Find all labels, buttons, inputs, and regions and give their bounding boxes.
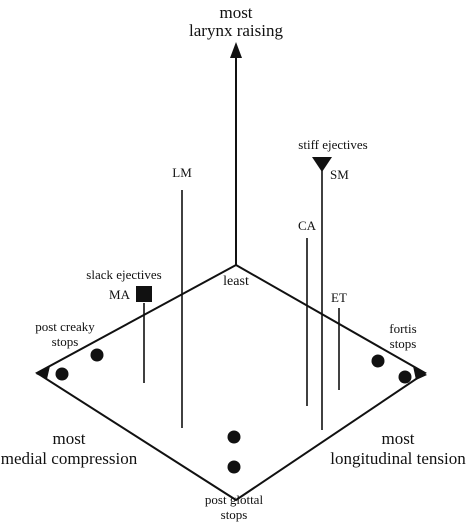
fortis-label-line2: stops (389, 336, 417, 351)
base-plane-outline (35, 263, 427, 502)
sm-marker-label: SM (330, 167, 349, 182)
larynx-axis-label-line2: larynx raising (189, 21, 283, 40)
lm-marker-label: LM (172, 165, 192, 180)
fortis-dot-2 (398, 370, 412, 384)
post-glottal-label-line2: stops (220, 507, 248, 522)
ca-marker-label: CA (297, 218, 317, 233)
post-glottal-label-line1: post glottal (204, 492, 264, 507)
ma-marker-label: MA (109, 287, 130, 302)
slack-ejectives-label: slack ejectives (86, 267, 162, 282)
post-creaky-dot-1 (90, 348, 104, 362)
longitudinal-axis-arrowhead (413, 366, 427, 380)
et-marker-label: ET (331, 290, 347, 305)
fortis-label-line1: fortis (389, 321, 417, 336)
medial-axis-label-line1: most (52, 429, 86, 448)
post-creaky-label-line2: stops (51, 334, 79, 349)
post-creaky-label-line1: post creaky (35, 319, 95, 334)
larynx-axis-arrowhead (230, 42, 242, 58)
origin-least-label: least (223, 274, 249, 289)
longitudinal-axis-label-line1: most (381, 429, 415, 448)
medial-axis-label-line2: medial compression (0, 449, 138, 468)
stiff-ejectives-triangle (312, 157, 332, 172)
stiff-ejectives-label: stiff ejectives (298, 137, 368, 152)
post-glottal-dot-2 (227, 460, 241, 474)
longitudinal-axis-label-line2: longitudinal tension (330, 449, 466, 468)
post-glottal-dot-1 (227, 430, 241, 444)
fortis-dot-1 (371, 354, 385, 368)
post-creaky-dot-2 (55, 367, 69, 381)
larynx-axis-label-line1: most (219, 3, 253, 22)
medial-axis-arrowhead (36, 366, 50, 379)
slack-ejectives-square (136, 286, 152, 302)
